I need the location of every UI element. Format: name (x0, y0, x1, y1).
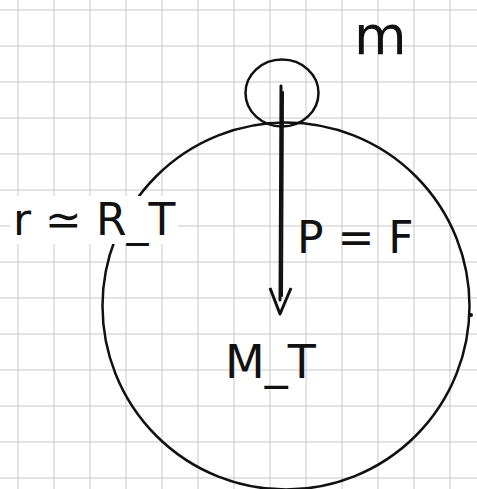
grid-line (270, 0, 271, 489)
grid-line (0, 442, 477, 443)
grid-line (450, 0, 451, 489)
grid-line (0, 154, 477, 155)
grid-line (0, 82, 477, 83)
ellipse-outline (246, 60, 319, 127)
body-circle: m (244, 58, 320, 128)
mass-label: M_T (225, 337, 316, 388)
force-relation: P = F (294, 214, 417, 262)
grid-line (0, 118, 477, 119)
radius-relation: r ≃ R_T (10, 196, 178, 244)
grid-line (126, 0, 127, 489)
grid-line (18, 0, 19, 489)
grid-line (0, 298, 477, 299)
grid-line (54, 0, 55, 489)
grid-line (198, 0, 199, 489)
grid-line (0, 478, 477, 479)
grid-line (90, 0, 91, 489)
grid-line (0, 190, 477, 191)
outline (244, 58, 320, 128)
grid-line (0, 334, 477, 335)
force-arrow (270, 86, 291, 314)
grid-line (0, 406, 477, 407)
mass-label: m (354, 6, 407, 65)
circle-outline (103, 123, 470, 489)
grid-line (162, 0, 163, 489)
outline (101, 121, 471, 489)
planet-circle: M_T (101, 121, 471, 489)
grid-line (234, 0, 235, 489)
